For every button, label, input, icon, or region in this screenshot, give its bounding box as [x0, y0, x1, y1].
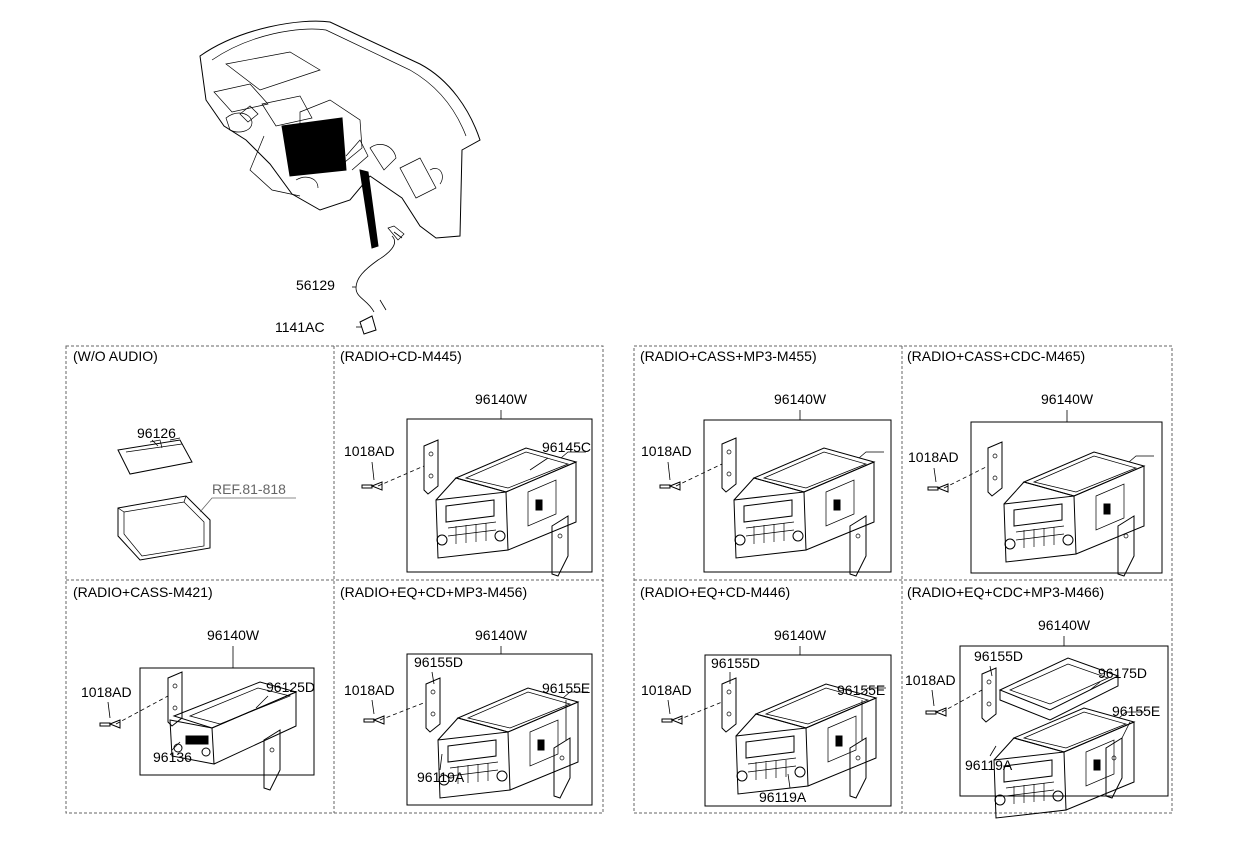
- radio-unit-m445: [435, 447, 587, 559]
- label-ref-81-818: REF.81-818: [212, 481, 286, 497]
- screw-m421: [99, 719, 121, 729]
- cable-56129: [352, 225, 405, 313]
- panel-title-m421: (RADIO+CASS-M421): [73, 584, 213, 600]
- label-96155E-m466: 96155E: [1112, 703, 1160, 719]
- bracket-left-m465: [987, 441, 1003, 497]
- screw-m465: [927, 483, 949, 493]
- label-96125D-m421: 96125D: [266, 679, 315, 695]
- label-96126: 96126: [137, 425, 176, 441]
- bracket-left-m446: [721, 677, 737, 733]
- bracket-right-m456: [553, 737, 571, 799]
- bracket-right-m455: [849, 515, 867, 577]
- panel-title-m465: (RADIO+CASS+CDC-M465): [907, 348, 1085, 364]
- label-96119A-m456: 96119A: [417, 769, 465, 785]
- label-96155E-m446: 96155E: [837, 682, 885, 698]
- panel-grid-left: [65, 345, 604, 814]
- bracket-right-m421: [263, 729, 281, 791]
- screw-m455: [659, 481, 681, 491]
- dashboard-illustration: [199, 20, 481, 239]
- label-top-m466: 96140W: [1038, 617, 1091, 633]
- assembly-box-m465: [970, 421, 1163, 574]
- label-top-m456: 96140W: [475, 627, 528, 643]
- label-screw-m466: 1018AD: [905, 672, 956, 688]
- label-top-m446: 96140W: [774, 627, 827, 643]
- panel-title-wo-audio: (W/O AUDIO): [73, 348, 158, 364]
- label-top-m455: 96140W: [774, 391, 827, 407]
- panel-title-m455: (RADIO+CASS+MP3-M455): [640, 348, 817, 364]
- bracket-right-m465: [1117, 515, 1135, 577]
- assembly-box-m446: [704, 654, 892, 807]
- label-96155D-m466: 96155D: [974, 648, 1023, 664]
- label-96119A-m466: 96119A: [965, 757, 1013, 773]
- label-screw-m446: 1018AD: [641, 682, 692, 698]
- panel-grid-right: [633, 345, 1173, 814]
- label-96155E-m456: 96155E: [542, 680, 590, 696]
- label-cable: 56129: [296, 277, 335, 293]
- radio-unit-m421: [169, 681, 298, 765]
- bracket-left-m445: [423, 439, 439, 495]
- label-screw: 1141AC: [275, 319, 325, 335]
- label-screw-m455: 1018AD: [641, 443, 692, 459]
- assembly-box-m466: [959, 645, 1169, 797]
- panel-title-m466: (RADIO+EQ+CDC+MP3-M466): [907, 584, 1104, 600]
- bracket-left-m456: [425, 677, 441, 733]
- panel-title-m445: (RADIO+CD-M445): [340, 348, 462, 364]
- screw-1141AC: [356, 315, 377, 335]
- bracket-left-m455: [721, 437, 737, 493]
- assembly-box-m455: [703, 419, 892, 573]
- label-96119A-m446: 96119A: [759, 789, 807, 805]
- label-top-m445: 96140W: [475, 391, 528, 407]
- label-screw-m465: 1018AD: [908, 449, 959, 465]
- radio-unit-m455: [733, 447, 885, 559]
- screw-m466: [925, 707, 947, 717]
- label-screw-m445: 1018AD: [344, 443, 395, 459]
- pocket-tray: [117, 495, 211, 561]
- assembly-box-m456: [406, 653, 593, 806]
- panel-title-m446: (RADIO+EQ+CD-M446): [640, 584, 790, 600]
- label-96155D-m456: 96155D: [414, 654, 463, 670]
- bracket-left-m466: [981, 667, 997, 723]
- assembly-box-m421: [139, 667, 315, 776]
- label-screw-m456: 1018AD: [344, 682, 395, 698]
- assembly-box-m445: [406, 418, 593, 573]
- pointer-wedge: [359, 169, 379, 249]
- label-96155D-m446: 96155D: [711, 655, 760, 671]
- radio-unit-m465: [1003, 451, 1155, 563]
- label-top-m421: 96140W: [207, 627, 260, 643]
- label-96175D-m466: 96175D: [1098, 665, 1147, 681]
- label-top-m465: 96140W: [1041, 391, 1094, 407]
- label-96136-m421: 96136: [153, 749, 192, 765]
- label-96145C-m445: 96145C: [542, 439, 591, 455]
- bracket-right-m445: [551, 515, 569, 577]
- panel-title-m456: (RADIO+EQ+CD+MP3-M456): [340, 584, 527, 600]
- cd-changer-96175D: [998, 657, 1120, 721]
- label-screw-m421: 1018AD: [81, 684, 132, 700]
